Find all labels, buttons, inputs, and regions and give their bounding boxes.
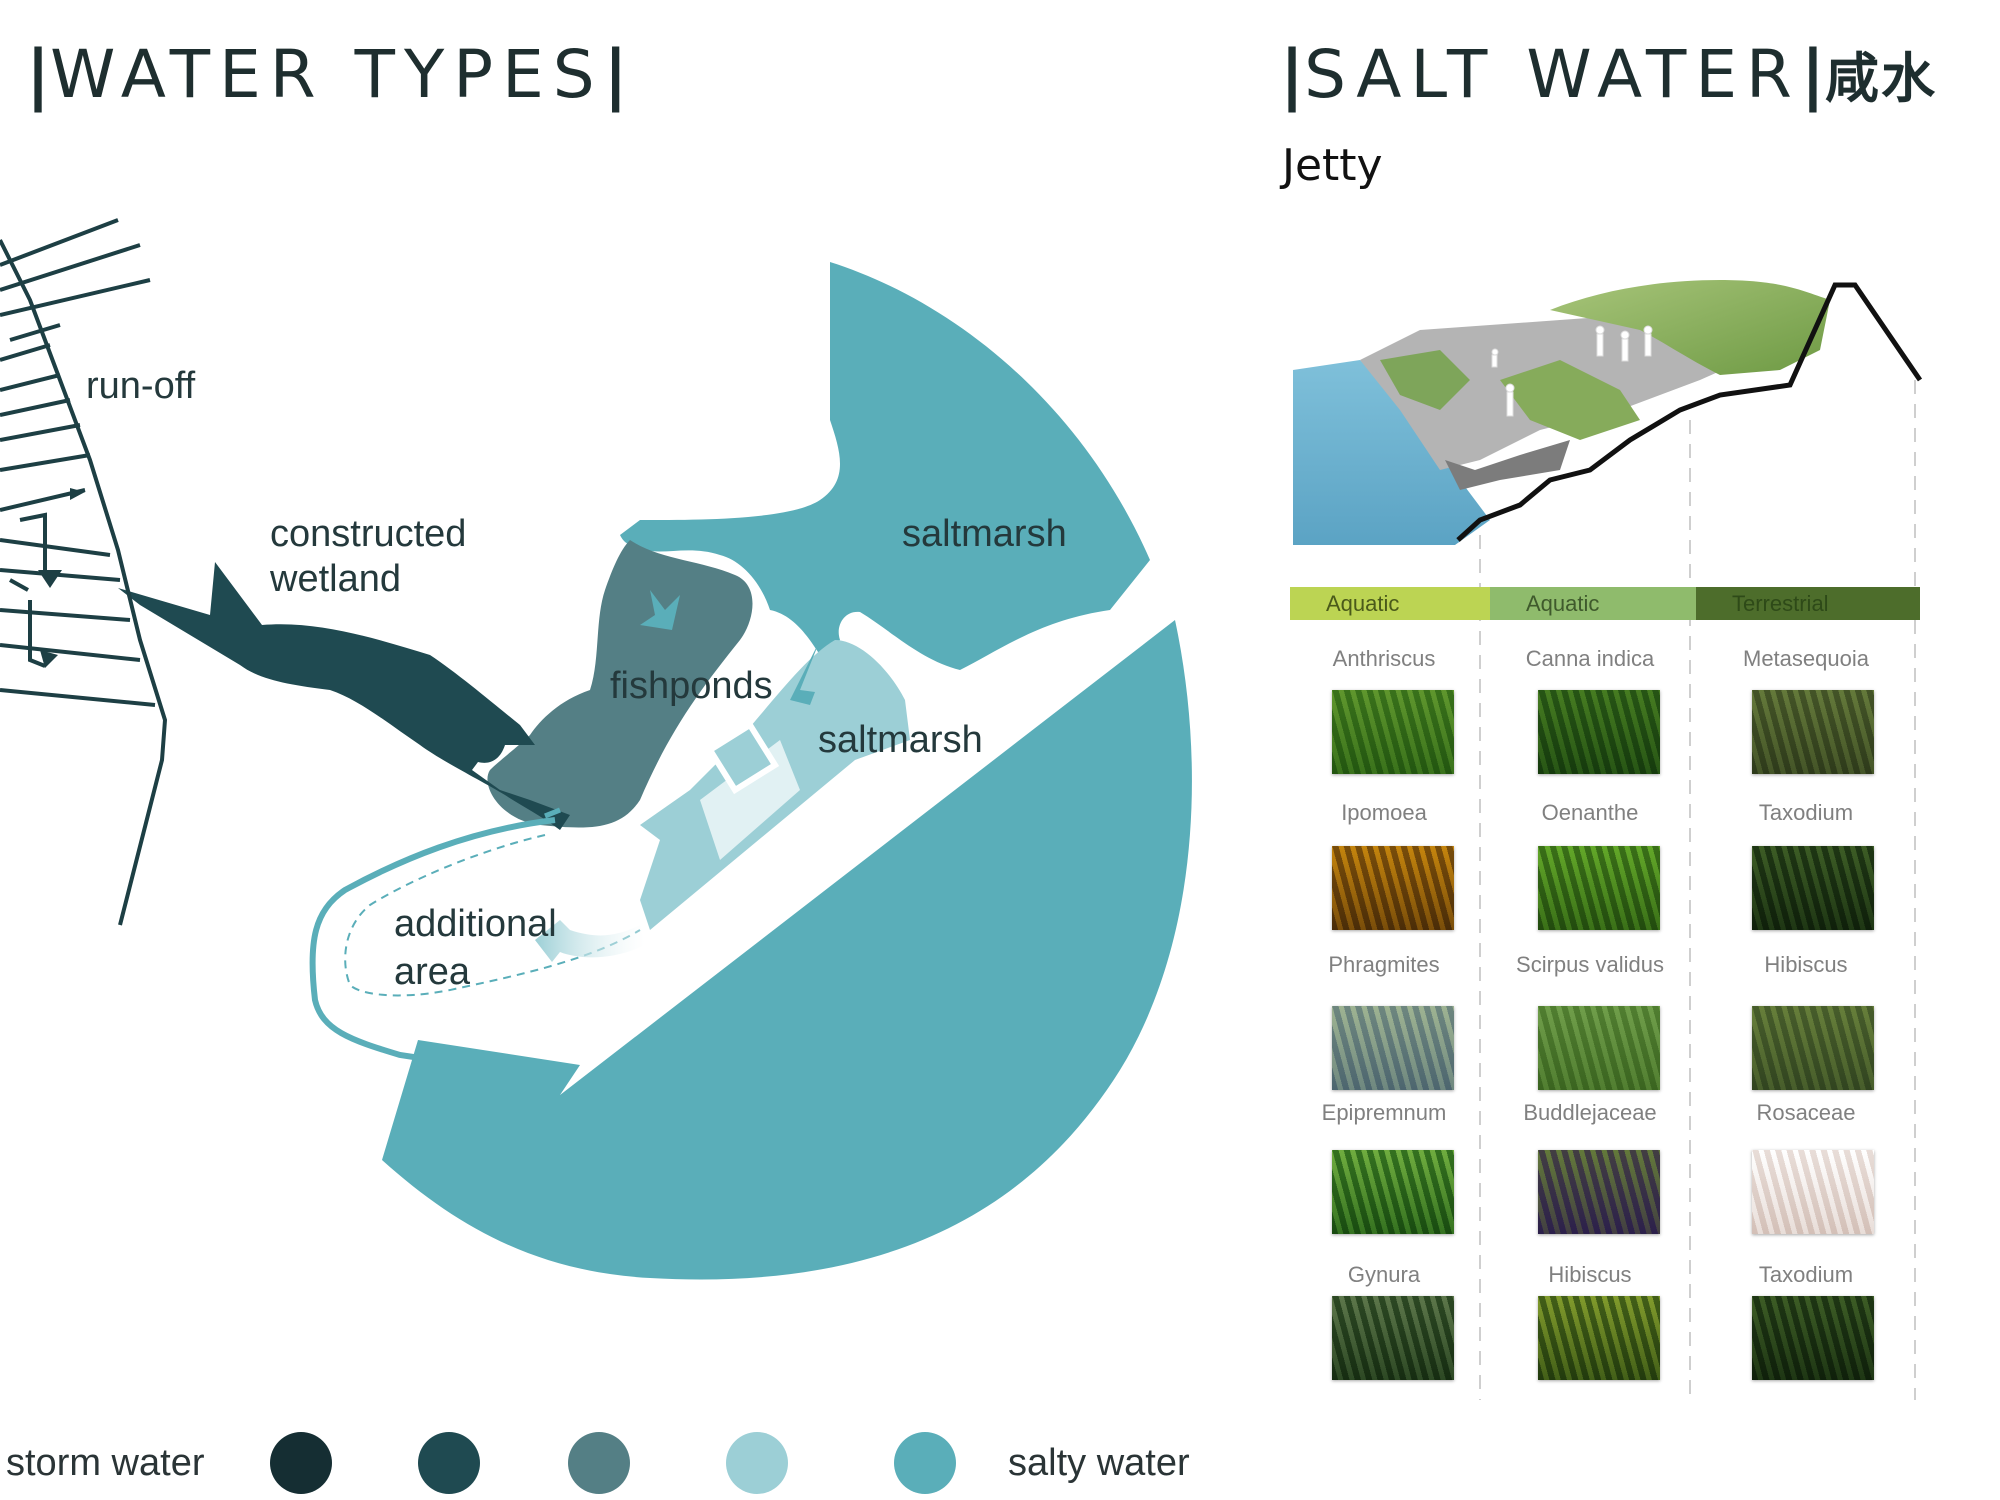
legend-dot-3 [568, 1432, 630, 1494]
fishponds-area [487, 540, 753, 828]
label-saltmarsh-middle: saltmarsh [818, 719, 983, 761]
category-bar-aquatic-1: Aquatic [1290, 587, 1490, 620]
plant-photo [1332, 1150, 1454, 1234]
legend-dot-5 [894, 1432, 956, 1494]
category-label: Aquatic [1326, 591, 1400, 616]
category-label: Aquatic [1526, 591, 1600, 616]
plant-photo [1538, 846, 1660, 930]
label-additional-area-1: additional [394, 903, 557, 945]
plant-photo [1538, 1006, 1660, 1090]
category-bar-aquatic-2: Aquatic [1490, 587, 1696, 620]
plant-name: Taxodium [1758, 1262, 1854, 1287]
plant-photo [1538, 1150, 1660, 1234]
section-profile-line [1456, 282, 1923, 542]
jetty-planting [1550, 280, 1830, 375]
section-title-cn: 咸水 [1825, 47, 1938, 110]
plant-photo [1752, 690, 1874, 774]
plant-name: Hibiscus [1764, 952, 1848, 977]
plant-name: Anthriscus [1332, 646, 1436, 671]
plant-photo [1752, 846, 1874, 930]
legend-label-salty: salty water [1008, 1442, 1190, 1484]
salty-sea-area [382, 620, 1192, 1280]
plant-name: Buddlejaceae [1523, 1100, 1657, 1125]
page-title: |WATER TYPES| [26, 36, 628, 113]
label-fishponds: fishponds [610, 665, 773, 707]
plant-name: Gynura [1347, 1262, 1421, 1287]
plant-name: Oenanthe [1541, 800, 1639, 825]
plant-name: Taxodium [1758, 800, 1854, 825]
legend-dot-1 [270, 1432, 332, 1494]
legend-label-storm: storm water [6, 1442, 205, 1484]
label-constructed-wetland-1: constructed [270, 513, 467, 555]
constructed-wetland-area [118, 562, 570, 830]
label-runoff: run-off [86, 365, 196, 407]
label-constructed-wetland-2: wetland [270, 558, 401, 600]
plant-name: Metasequoia [1743, 646, 1869, 671]
plant-name: Phragmites [1328, 952, 1440, 977]
plant-photo [1752, 1296, 1874, 1380]
legend-dot-4 [726, 1432, 788, 1494]
section-title: |SALT WATER|咸水 [1280, 36, 1938, 113]
plant-name: Epipremnum [1321, 1100, 1447, 1125]
saltmarsh-upper-area [620, 262, 1150, 670]
legend-dot-2 [418, 1432, 480, 1494]
plant-photo [1332, 1296, 1454, 1380]
label-additional-area-2: area [394, 951, 471, 993]
plant-name: Scirpus validus [1516, 952, 1664, 977]
plant-name: Ipomoea [1341, 800, 1427, 825]
plant-photo [1538, 1296, 1660, 1380]
plant-photo [1332, 690, 1454, 774]
section-subtitle: Jetty [1282, 140, 1383, 191]
runoff-street-grid [0, 218, 168, 926]
section-title-text: SALT WATER [1304, 36, 1801, 113]
plant-photo [1332, 846, 1454, 930]
title-text: WATER TYPES [50, 36, 604, 113]
jetty-water [1293, 360, 1490, 545]
plant-name: Rosaceae [1756, 1100, 1856, 1125]
plant-name: Hibiscus [1548, 1262, 1632, 1287]
additional-area-outline [309, 817, 556, 1061]
plant-photo [1332, 1006, 1454, 1090]
label-saltmarsh-top: saltmarsh [902, 513, 1067, 555]
category-label: Terrestrial [1732, 591, 1829, 616]
plant-name: Canna indica [1525, 646, 1655, 671]
plant-photo [1538, 690, 1660, 774]
category-bar-terrestrial: Terrestrial [1696, 587, 1920, 620]
plant-photo [1752, 1006, 1874, 1090]
plant-photo [1752, 1150, 1874, 1234]
